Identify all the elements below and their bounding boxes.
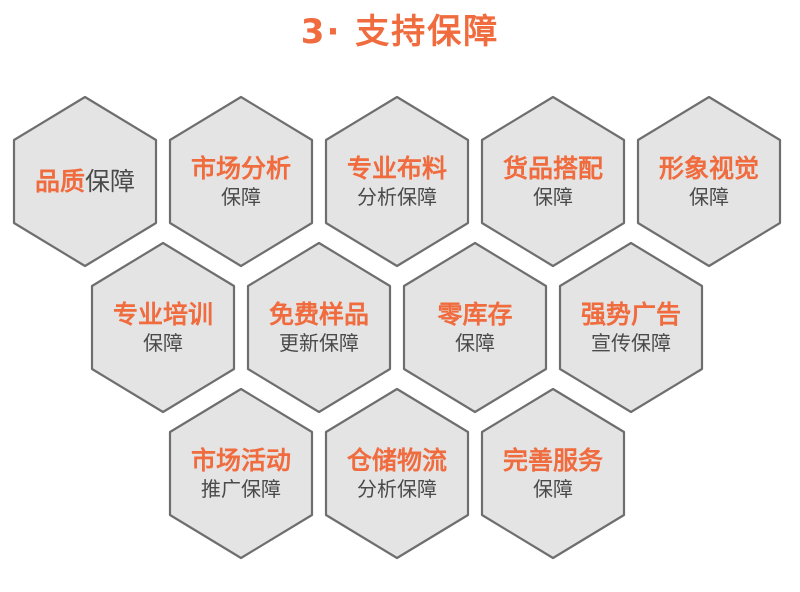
hexagon-label: 货品搭配保障: [480, 95, 626, 268]
hexagon-label-primary: 市场分析: [190, 153, 291, 183]
hexagon-label: 零库存保障: [402, 241, 548, 414]
hexagon-label-secondary: 保障: [533, 476, 573, 501]
hexagon-label: 市场活动推广保障: [168, 387, 314, 560]
hexagon-cell[interactable]: 专业布料分析保障: [324, 95, 470, 268]
hexagon-cell[interactable]: 形象视觉保障: [636, 95, 782, 268]
hexagon-shape: [324, 95, 470, 268]
hexagon-cell[interactable]: 市场分析保障: [168, 95, 314, 268]
hexagon-label-secondary: 宣传保障: [591, 330, 671, 355]
hexagon-label-primary: 形象视觉: [658, 153, 759, 183]
hexagon-shape: [12, 95, 158, 268]
hexagon-label-secondary: 保障: [455, 330, 495, 355]
hexagon-shape: [246, 241, 392, 414]
hexagon-shape: [168, 95, 314, 268]
hexagon-label-secondary: 保障: [533, 184, 573, 209]
hexagon-label-primary: 强势广告: [580, 299, 681, 329]
hexagon-label-secondary: 保障: [689, 184, 729, 209]
hexagon-label: 形象视觉保障: [636, 95, 782, 268]
hexagon-label: 专业布料分析保障: [324, 95, 470, 268]
hexagon-label-primary: 货品搭配: [502, 153, 603, 183]
hexagon-shape: [480, 387, 626, 560]
hexagon-shape: [402, 241, 548, 414]
hexagon-label: 市场分析保障: [168, 95, 314, 268]
hexagon-label-secondary: 推广保障: [201, 476, 281, 501]
hexagon-label-secondary: 分析保障: [357, 184, 437, 209]
hexagon-label-primary-text: 品质: [34, 166, 85, 196]
hexagon-label-secondary: 保障: [221, 184, 261, 209]
hexagon-cell[interactable]: 零库存保障: [402, 241, 548, 414]
hexagon-label-primary: 零库存: [437, 299, 513, 329]
hexagon-label-secondary: 分析保障: [357, 476, 437, 501]
hexagon-cell[interactable]: 强势广告宣传保障: [558, 241, 704, 414]
page-title: 3· 支持保障: [300, 12, 500, 52]
hexagon-label-primary: 专业培训: [112, 299, 213, 329]
hexagon-label-secondary: 更新保障: [279, 330, 359, 355]
hexagon-label-primary: 完善服务: [502, 445, 603, 475]
hexagon-label-secondary: 保障: [143, 330, 183, 355]
hexagon-shape: [168, 387, 314, 560]
hexagon-label-primary: 专业布料: [346, 153, 447, 183]
hexagon-cell[interactable]: 货品搭配保障: [480, 95, 626, 268]
hexagon-label-primary: 市场活动: [190, 445, 291, 475]
hexagon-label: 强势广告宣传保障: [558, 241, 704, 414]
hexagon-label: 仓储物流分析保障: [324, 387, 470, 560]
hexagon-shape: [324, 387, 470, 560]
hexagon-cell[interactable]: 市场活动推广保障: [168, 387, 314, 560]
hexagon-label: 品质保障: [12, 95, 158, 268]
hexagon-cell[interactable]: 仓储物流分析保障: [324, 387, 470, 560]
hexagon-label-secondary-text: 保障: [85, 166, 136, 196]
hexagon-label: 专业培训保障: [90, 241, 236, 414]
hexagon-cell[interactable]: 品质保障: [12, 95, 158, 268]
hexagon-cell[interactable]: 免费样品更新保障: [246, 241, 392, 414]
hexagon-shape: [636, 95, 782, 268]
hexagon-shape: [90, 241, 236, 414]
hexagon-cell[interactable]: 完善服务保障: [480, 387, 626, 560]
hexagon-label: 完善服务保障: [480, 387, 626, 560]
hexagon-label-primary: 免费样品: [268, 299, 369, 329]
hexagon-cell[interactable]: 专业培训保障: [90, 241, 236, 414]
hexagon-label: 免费样品更新保障: [246, 241, 392, 414]
hexagon-shape: [480, 95, 626, 268]
hexagon-shape: [558, 241, 704, 414]
hexagon-label-primary: 品质保障: [34, 166, 136, 196]
hexagon-label-primary: 仓储物流: [346, 445, 447, 475]
